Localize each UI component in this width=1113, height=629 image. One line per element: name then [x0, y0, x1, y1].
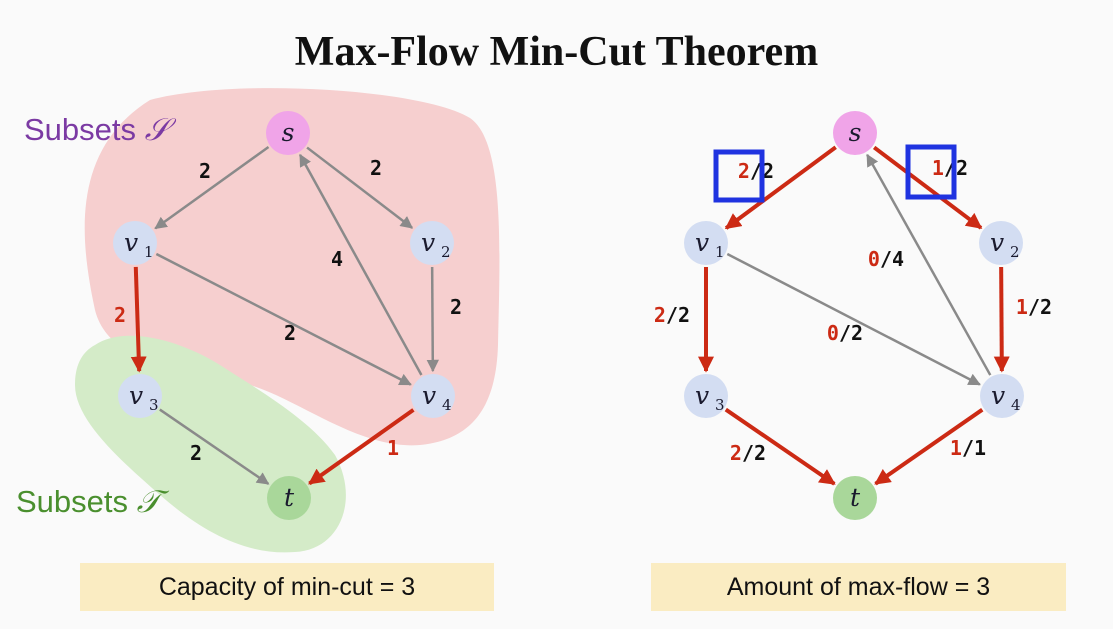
node-v3-subscript: 3 [715, 396, 725, 414]
highlight-box-s-v1 [713, 149, 765, 203]
edge-v4-t [308, 408, 415, 486]
node-v4-subscript: 4 [442, 396, 452, 414]
capacity-label-v3-t: 2 [190, 441, 202, 465]
edge-v1-v3 [130, 266, 147, 373]
edge-v1-v4 [726, 252, 981, 386]
node-v1-label: v [695, 228, 709, 257]
node-v2-subscript: 2 [1010, 243, 1020, 261]
flow-label-v4-s: 0/4 [868, 247, 904, 271]
flow-label-v3-t: 2/2 [730, 441, 766, 465]
edge-v3-t [724, 407, 836, 486]
node-v2-subscript: 2 [441, 243, 451, 261]
node-v1-subscript: 1 [715, 243, 725, 261]
subset-t-label: Subsets 𝒯 [16, 484, 170, 520]
node-v4-label: v [991, 381, 1005, 410]
flow-label-s-v2: 1/2 [932, 156, 968, 180]
edge-v4-t [874, 408, 984, 486]
highlight-box-s-v2 [905, 144, 957, 200]
min-cut-caption: Capacity of min-cut = 3 [80, 563, 494, 611]
edge-v3-t [159, 408, 270, 485]
edge-s-v2 [872, 145, 983, 230]
edge-v2-v4 [993, 266, 1010, 373]
flow-label-v1-v3: 2/2 [654, 303, 690, 327]
node-s [833, 111, 877, 155]
node-t-label: t [284, 483, 295, 512]
node-v4 [411, 374, 455, 418]
flow-label-s-v1: 2/2 [738, 159, 774, 183]
node-t [267, 476, 311, 520]
node-v4 [980, 374, 1024, 418]
node-s-label: s [849, 118, 862, 147]
edge-v1-v4 [155, 252, 412, 386]
node-v1 [684, 221, 728, 265]
node-v2 [979, 221, 1023, 265]
max-flow-caption: Amount of max-flow = 3 [651, 563, 1066, 611]
node-v3-label: v [695, 381, 709, 410]
edge-v2-v4 [426, 266, 440, 373]
node-v2 [410, 221, 454, 265]
edge-v4-s [298, 153, 423, 376]
node-v3-subscript: 3 [149, 396, 159, 414]
edge-s-v1 [154, 145, 270, 230]
edge-s-v2 [306, 146, 414, 229]
node-v2-label: v [990, 228, 1004, 257]
node-s [266, 111, 310, 155]
node-v4-subscript: 4 [1011, 396, 1021, 414]
node-v4-label: v [422, 381, 436, 410]
node-v1-subscript: 1 [144, 243, 154, 261]
node-t-label: t [850, 483, 861, 512]
node-v3 [118, 374, 162, 418]
node-v3-label: v [129, 381, 143, 410]
edge-v4-s [866, 153, 992, 376]
subset-s-label: Subsets 𝒮 [24, 112, 177, 148]
capacity-label-v1-v3: 2 [114, 303, 126, 327]
node-s-label: s [282, 118, 295, 147]
flow-label-v4-t: 1/1 [950, 436, 986, 460]
node-v1 [113, 221, 157, 265]
edge-s-v1 [724, 145, 837, 230]
capacity-label-v4-s: 4 [331, 247, 343, 271]
flow-label-v1-v4: 0/2 [827, 321, 863, 345]
node-t [833, 476, 877, 520]
capacity-label-s-v1: 2 [199, 159, 211, 183]
node-v2-label: v [421, 228, 435, 257]
capacity-label-v4-t: 1 [387, 436, 399, 460]
capacity-label-v2-v4: 2 [450, 295, 462, 319]
capacity-label-v1-v4: 2 [284, 321, 296, 345]
flow-label-v2-v4: 1/2 [1016, 295, 1052, 319]
node-v3 [684, 374, 728, 418]
node-v1-label: v [124, 228, 138, 257]
page-title: Max-Flow Min-Cut Theorem [294, 29, 819, 75]
capacity-label-s-v2: 2 [370, 156, 382, 180]
